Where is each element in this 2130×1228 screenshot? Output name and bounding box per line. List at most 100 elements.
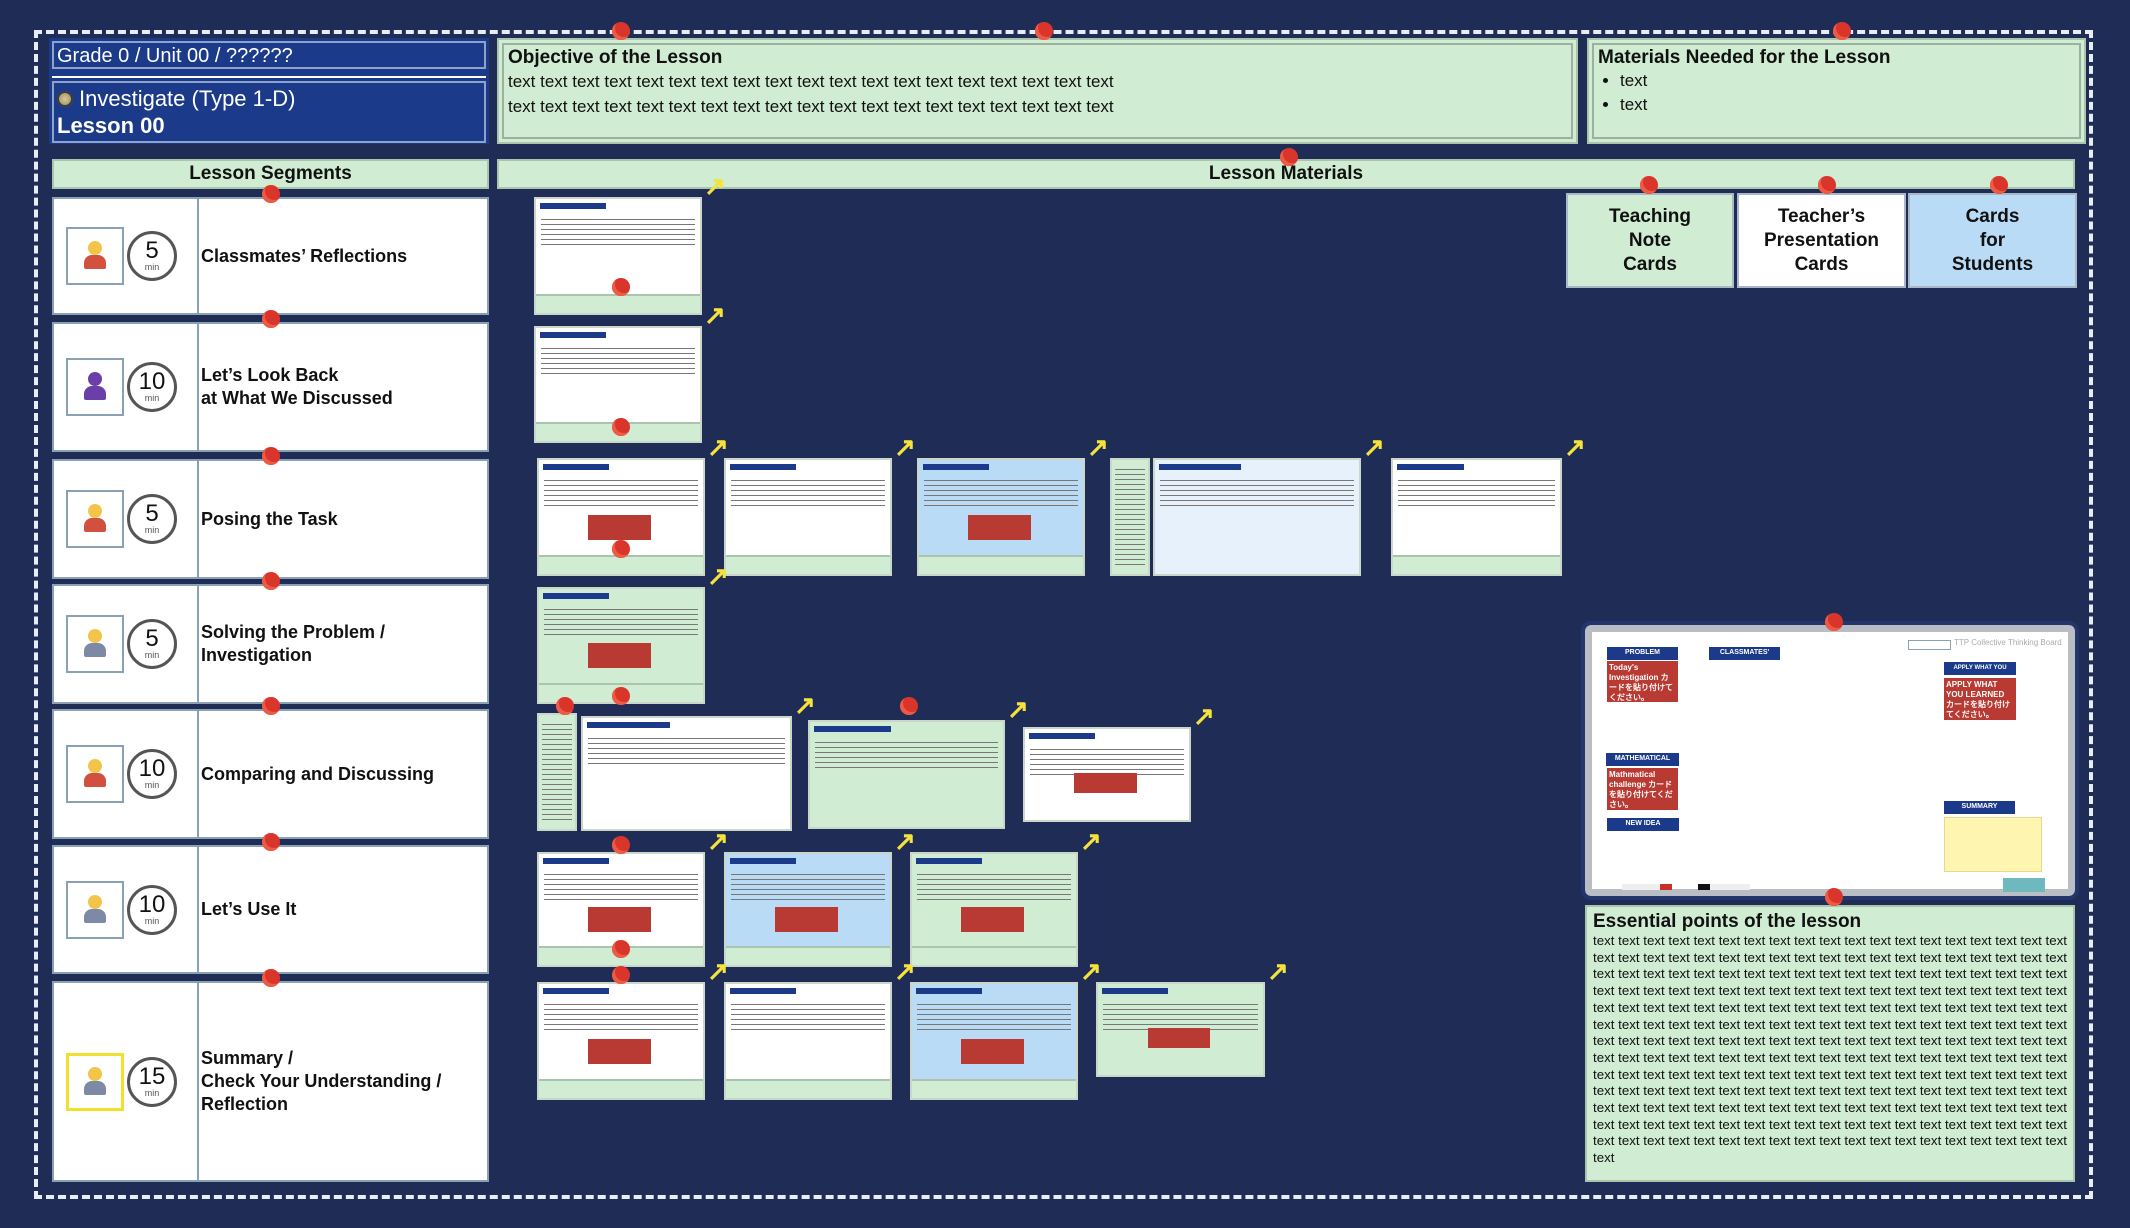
- link-arrow-icon[interactable]: ↗: [1087, 432, 1109, 462]
- pushpin-icon: [612, 940, 630, 958]
- pushpin-icon: [556, 697, 574, 715]
- segment-minutes: 10: [138, 890, 166, 918]
- segment-minutes: 10: [138, 368, 166, 395]
- slide-thumbnail[interactable]: [1110, 458, 1150, 576]
- teacher-with-students-icon: [66, 227, 124, 285]
- link-arrow-icon[interactable]: ↗: [707, 432, 729, 462]
- pushpin-icon: [1833, 22, 1851, 40]
- link-arrow-icon[interactable]: ↗: [1363, 432, 1385, 462]
- link-arrow-icon[interactable]: ↗: [1564, 432, 1586, 462]
- eraser-icon: [2003, 878, 2045, 892]
- slide-thumbnail[interactable]: [534, 197, 702, 315]
- pushpin-icon: [612, 22, 630, 40]
- pushpin-icon: [1035, 22, 1053, 40]
- pushpin-icon: [612, 418, 630, 436]
- board-title: TTP Collective Thinking Board: [1954, 638, 2062, 647]
- link-arrow-icon[interactable]: ↗: [707, 826, 729, 856]
- segment-label: Solving the Problem / Investigation: [201, 622, 386, 665]
- summary-sticky-note[interactable]: [1944, 817, 2042, 872]
- slide-thumbnail[interactable]: [724, 458, 892, 576]
- pushpin-icon: [262, 697, 280, 715]
- challenge-card[interactable]: Mathmatical challenge カードを貼り付けてください。: [1607, 768, 1678, 810]
- problem-card[interactable]: Today's Investigation カードを貼り付けてください。: [1607, 661, 1678, 702]
- pushpin-icon: [1640, 176, 1658, 194]
- link-arrow-icon[interactable]: ↗: [894, 826, 916, 856]
- link-arrow-icon[interactable]: ↗: [794, 690, 816, 720]
- pushpin-icon: [262, 447, 280, 465]
- pushpin-icon: [612, 540, 630, 558]
- segment-unit: min: [144, 650, 160, 660]
- lesson-header: Grade 0 / Unit 00 / ?????? Investigate (…: [49, 38, 489, 144]
- segment-minutes: 5: [145, 500, 159, 527]
- slide-thumbnail[interactable]: [910, 982, 1078, 1100]
- red-marker-icon: [1622, 884, 1672, 890]
- student-laptop-icon: [66, 1052, 124, 1111]
- pushpin-icon: [262, 833, 280, 851]
- link-arrow-icon[interactable]: ↗: [894, 956, 916, 986]
- pushpin-icon: [262, 185, 280, 203]
- segment-minutes: 5: [145, 625, 159, 652]
- link-arrow-icon[interactable]: ↗: [704, 171, 726, 201]
- apply-label: APPLY WHAT YOU LEARNED: [1944, 662, 2016, 683]
- essential-title: Essential points of the lesson: [1593, 911, 1862, 932]
- segment-unit: min: [144, 915, 160, 926]
- slide-thumbnail[interactable]: [1096, 982, 1265, 1077]
- materials-item: text: [1620, 69, 2075, 93]
- slide-thumbnail[interactable]: [1153, 458, 1361, 576]
- link-arrow-icon[interactable]: ↗: [894, 432, 916, 462]
- slide-thumbnail[interactable]: [724, 982, 892, 1100]
- segment-unit: min: [144, 393, 160, 403]
- teacher-icon: [66, 490, 124, 548]
- slide-thumbnail[interactable]: [537, 713, 577, 831]
- slide-thumbnail[interactable]: [537, 587, 705, 704]
- slide-thumbnail[interactable]: [537, 982, 705, 1100]
- lesson-type: Investigate (Type 1-D): [79, 86, 296, 111]
- slide-thumbnail[interactable]: [581, 716, 792, 831]
- link-arrow-icon[interactable]: ↗: [1007, 694, 1029, 724]
- slide-thumbnail[interactable]: [910, 852, 1078, 967]
- segment-label: Summary / Check Your Understanding / Ref…: [201, 1048, 442, 1114]
- slide-thumbnail[interactable]: [917, 458, 1085, 576]
- board-tag: [1908, 640, 1951, 650]
- teacher-with-students-icon: [66, 745, 124, 803]
- pushpin-icon: [1818, 176, 1836, 194]
- collective-thinking-board[interactable]: TTP Collective Thinking Board PROBLEM To…: [1581, 621, 2079, 900]
- segment-minutes: 10: [138, 755, 166, 782]
- slide-thumbnail[interactable]: [1023, 727, 1191, 822]
- divider: [52, 76, 486, 78]
- link-arrow-icon[interactable]: ↗: [707, 956, 729, 986]
- materials-title: Materials Needed for the Lesson: [1598, 47, 1891, 68]
- apply-card[interactable]: APPLY WHAT YOU LEARNED カードを貼り付けてください。: [1944, 678, 2016, 720]
- objective-line: text text text text text text text text …: [508, 97, 1114, 116]
- card-type-teacher-presentation[interactable]: Teacher’s Presentation Cards: [1737, 193, 1906, 288]
- card-type-students[interactable]: Cards for Students: [1908, 193, 2077, 288]
- materials-item: text: [1620, 93, 2075, 117]
- card-type-teaching-note[interactable]: Teaching Note Cards: [1566, 193, 1734, 288]
- link-arrow-icon[interactable]: ↗: [1193, 701, 1215, 731]
- slide-thumbnail[interactable]: [808, 720, 1005, 829]
- link-arrow-icon[interactable]: ↗: [704, 300, 726, 330]
- alien-monster-icon: [66, 358, 124, 416]
- black-marker-icon: [1698, 884, 1750, 890]
- pushpin-icon: [262, 969, 280, 987]
- link-arrow-icon[interactable]: ↗: [1080, 956, 1102, 986]
- slide-thumbnail[interactable]: [1391, 458, 1562, 576]
- link-arrow-icon[interactable]: ↗: [1267, 956, 1289, 986]
- slide-thumbnail[interactable]: [724, 852, 892, 967]
- slide-thumbnail[interactable]: [537, 458, 705, 576]
- essential-text: text text text text text text text text …: [1593, 933, 2067, 1166]
- link-arrow-icon[interactable]: ↗: [707, 561, 729, 591]
- link-arrow-icon[interactable]: ↗: [1080, 826, 1102, 856]
